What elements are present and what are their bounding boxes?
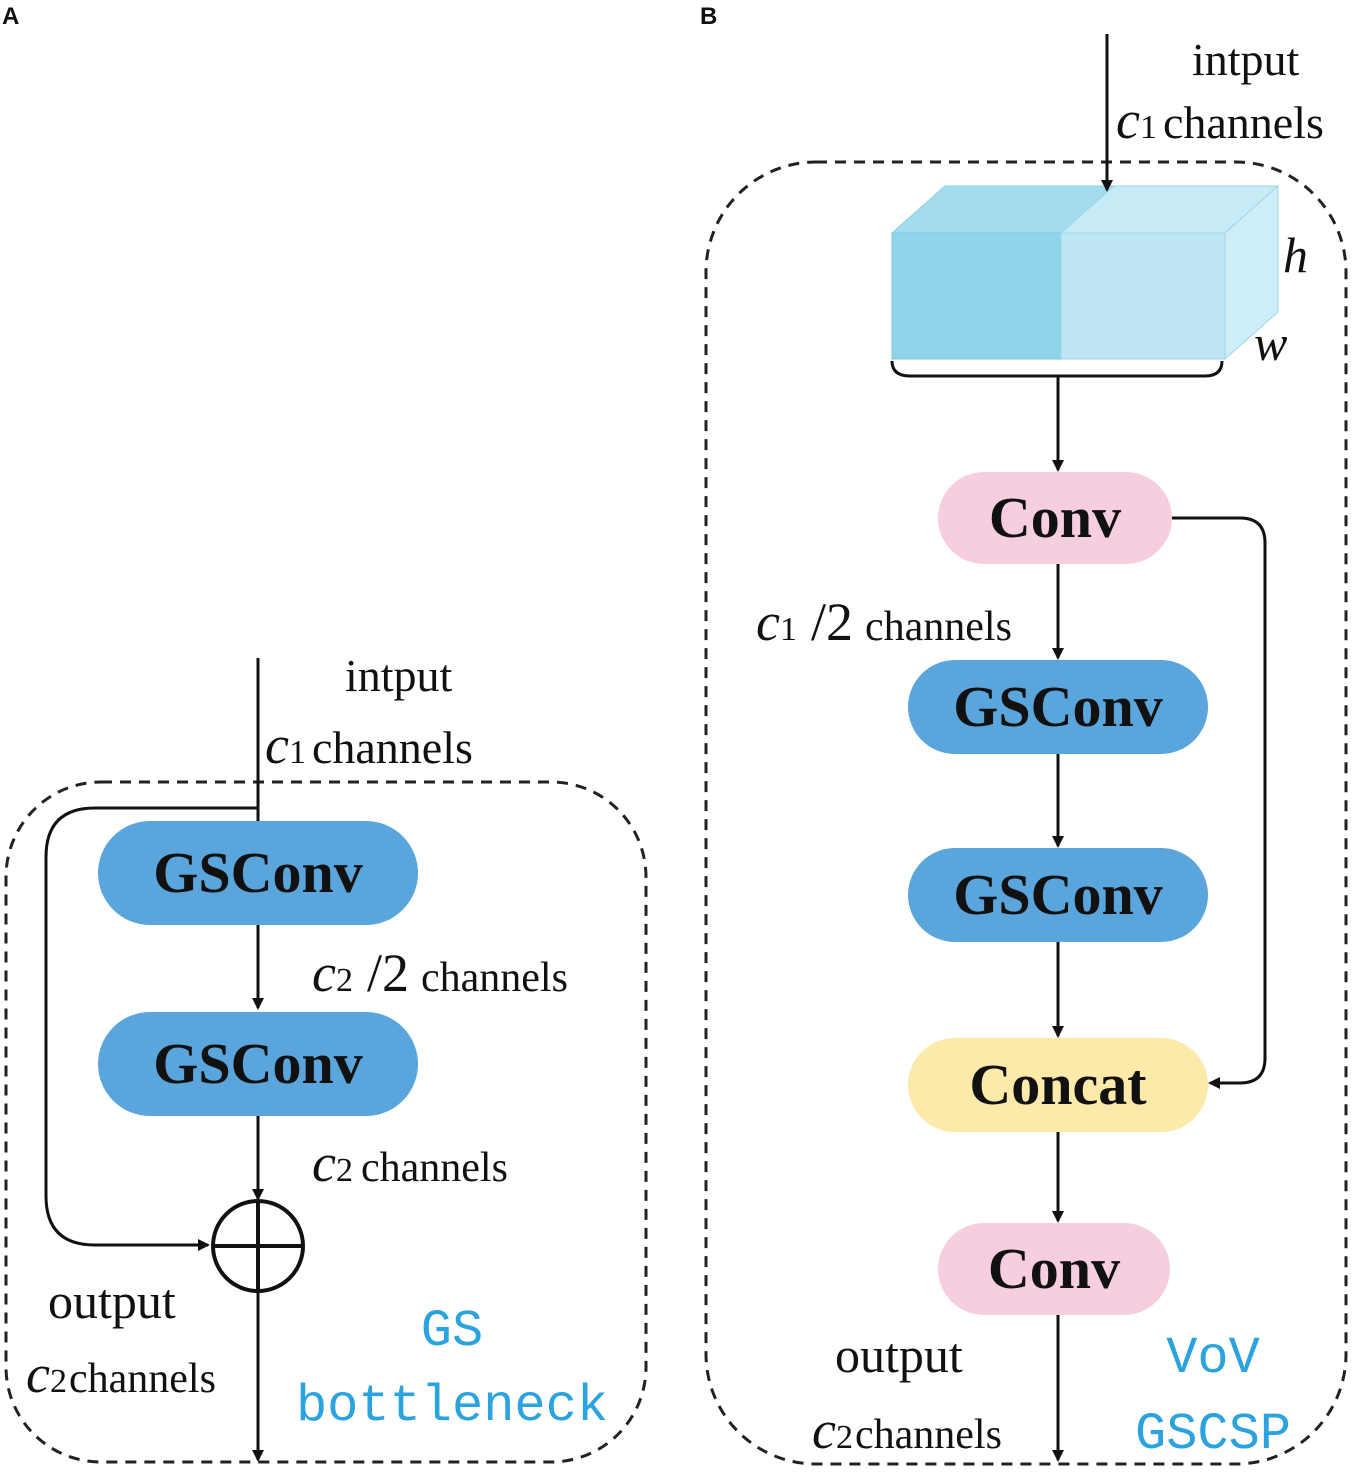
panel-a-gsconv-box-1 bbox=[98, 821, 418, 925]
panel-b-shortcut bbox=[1172, 516, 1267, 1089]
panel-b-module-name-2: GSCSP bbox=[1135, 1405, 1291, 1464]
panel-a-sum-icon bbox=[211, 1199, 305, 1293]
panel-b-output-channels: c2channels bbox=[812, 1400, 1002, 1460]
vov-gscsp-boundary bbox=[704, 160, 1348, 1466]
panel-b-gsconv-box-1 bbox=[908, 660, 1208, 754]
panel-b-tensor-w: w bbox=[1254, 315, 1287, 371]
panel-a-skip-connection bbox=[44, 806, 258, 1251]
panel-b-tensor-h: h bbox=[1283, 227, 1308, 283]
panel-a-gsconv-label-2: GSConv bbox=[153, 1031, 363, 1096]
panel-a-input-label: intput bbox=[345, 650, 453, 701]
panel-a-output-label: output bbox=[48, 1273, 176, 1329]
panel-b-gsconv-label-1: GSConv bbox=[953, 674, 1163, 739]
panel-b-concat-box bbox=[908, 1038, 1208, 1132]
panel-b-letter: B bbox=[700, 3, 717, 30]
panel-a-gsconv-label-1: GSConv bbox=[153, 840, 363, 905]
panel-b-gsconv-label-2: GSConv bbox=[953, 862, 1163, 927]
panel-b-gsconv-box-2 bbox=[908, 848, 1208, 942]
panel-b-conv-label-2: Conv bbox=[988, 1236, 1120, 1301]
panel-a-module-name-2: bottleneck bbox=[296, 1377, 608, 1436]
panel-a-module-name-1: GS bbox=[421, 1302, 483, 1361]
panel-b-conv-box-2 bbox=[938, 1223, 1170, 1315]
panel-a-letter: A bbox=[2, 3, 19, 30]
panel-b-concat-label: Concat bbox=[969, 1052, 1147, 1117]
panel-b-brace bbox=[890, 360, 1224, 378]
panel-b-conv-label-1: Conv bbox=[989, 485, 1121, 550]
panel-b-conv-box-1 bbox=[938, 472, 1172, 564]
panel-a-output-channels: c2channels bbox=[26, 1344, 216, 1404]
panel-b-input-label: intput bbox=[1192, 34, 1300, 85]
panel-a-gsconv-box-2 bbox=[98, 1012, 418, 1116]
panel-b-tensor-cube bbox=[890, 184, 1280, 361]
panel-b-output-label: output bbox=[835, 1327, 963, 1383]
panel-b-module-name-1: VoV bbox=[1166, 1329, 1260, 1388]
gs-bottleneck-boundary bbox=[4, 780, 648, 1464]
